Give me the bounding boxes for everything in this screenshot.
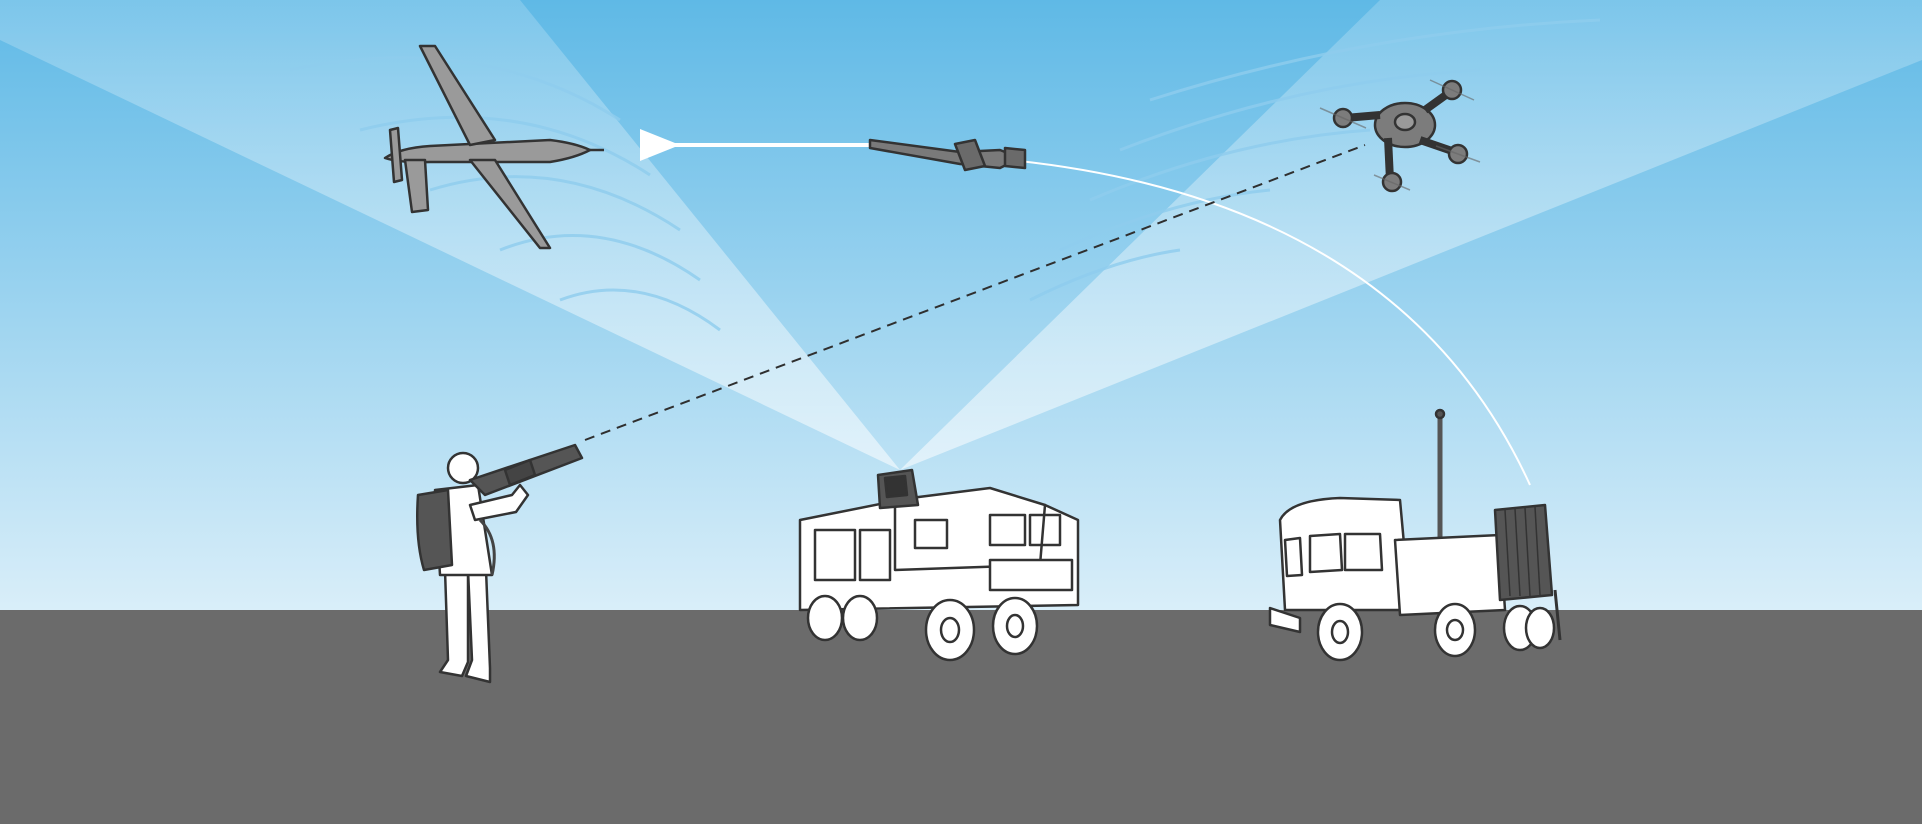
radar-beam-right [900, 0, 1922, 470]
fixed-wing-uav-icon [383, 44, 604, 250]
quadcopter-icon [1319, 79, 1481, 193]
launcher-pods [1493, 503, 1554, 602]
missile-trajectory [1009, 159, 1531, 486]
launcher-truck-icon [1268, 408, 1562, 662]
missile-icon [868, 138, 1027, 172]
radar-truck-icon [798, 468, 1080, 662]
jammer-beam-line [584, 144, 1366, 441]
radar-beams [0, 0, 1922, 470]
radar-beam-left [0, 0, 900, 470]
backpack [416, 488, 454, 572]
soldier-icon [416, 443, 584, 684]
